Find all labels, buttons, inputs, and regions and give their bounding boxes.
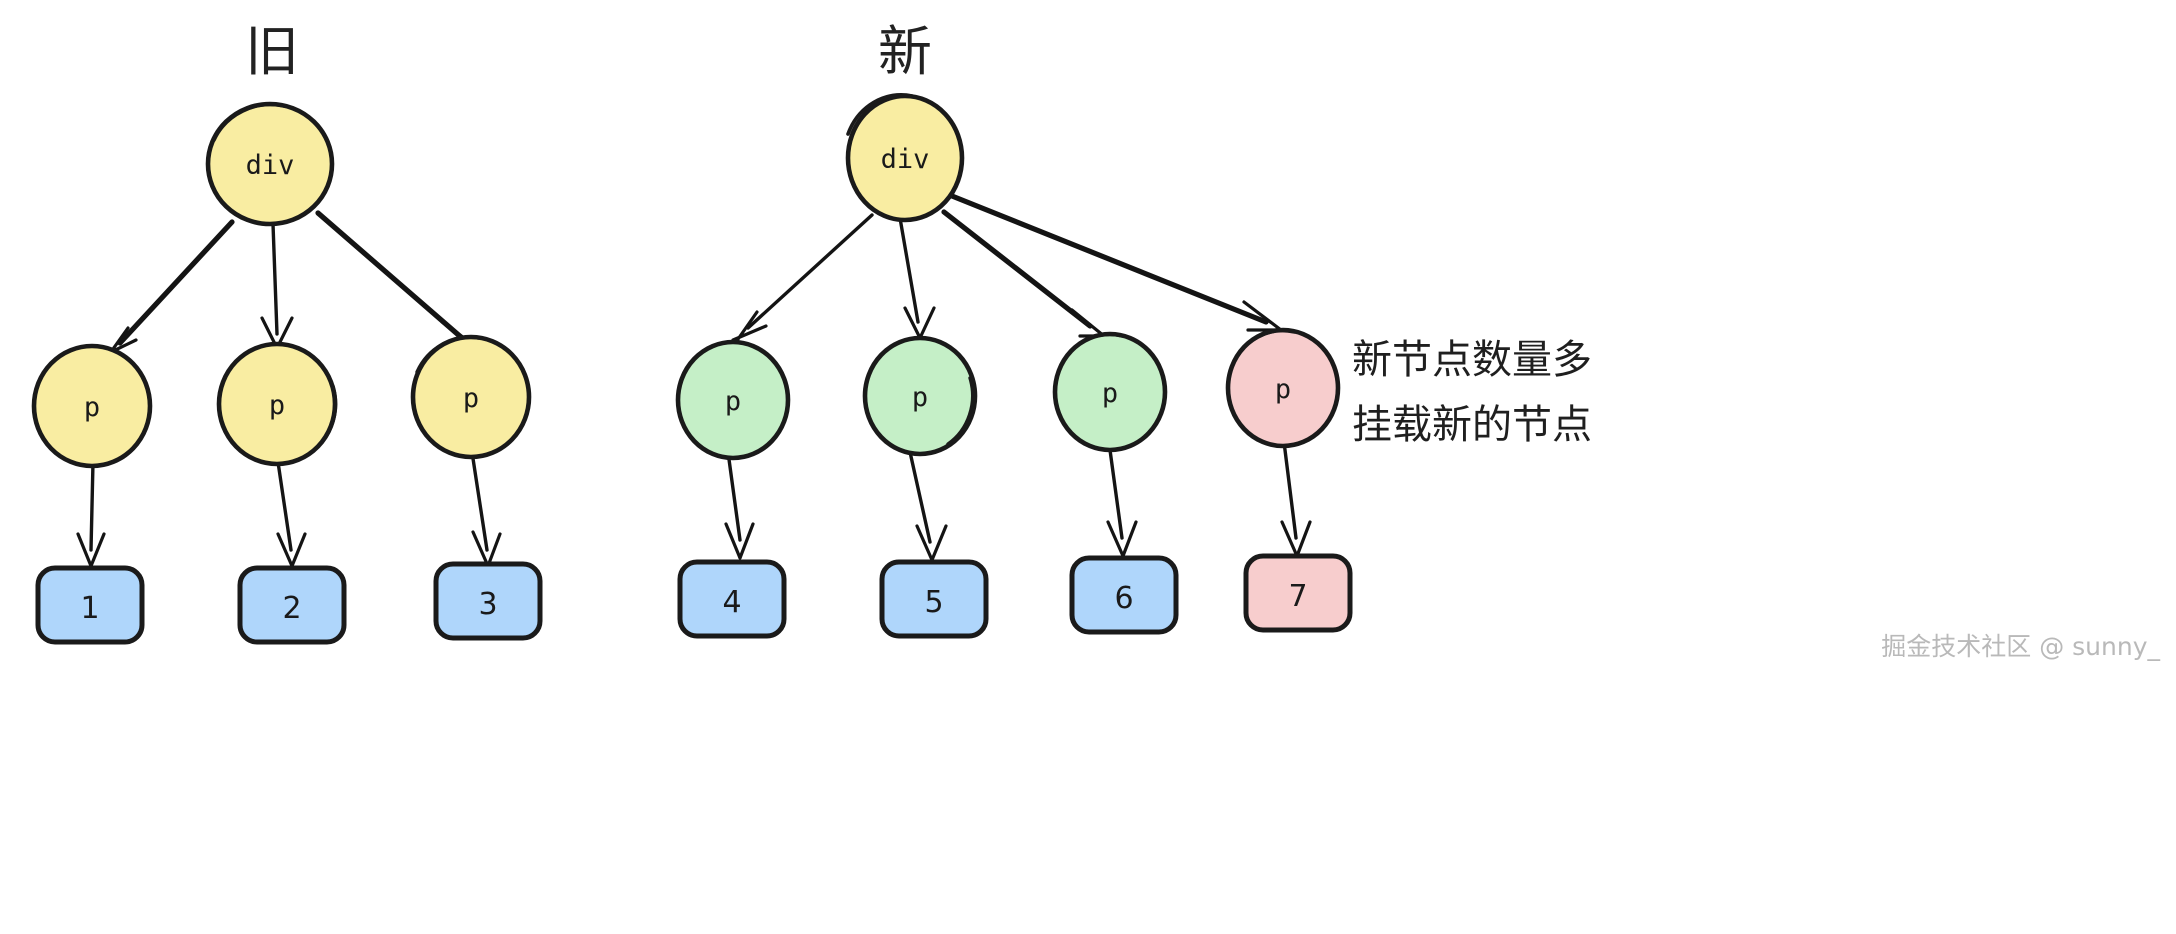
edge-new-p2-leaf5 bbox=[908, 450, 932, 544]
old-leaf1-box[interactable] bbox=[35, 565, 145, 645]
edge-new-p4-leaf7 bbox=[1282, 440, 1298, 540]
old-tree-child-node-2[interactable]: p bbox=[216, 341, 338, 467]
arrowhead-old-p3-leaf3 bbox=[471, 530, 502, 568]
edge-old-p2-leaf2 bbox=[276, 460, 293, 552]
edge-old-p3-leaf3 bbox=[470, 450, 489, 552]
new-p4-sketch-accent bbox=[1231, 329, 1296, 366]
edge-old-root-p3 bbox=[315, 210, 465, 341]
new-p4-label: p bbox=[1275, 374, 1291, 405]
new-p2-label: p bbox=[912, 382, 928, 413]
new-p2-sketch-accent bbox=[946, 376, 975, 446]
old-tree-title: 旧 bbox=[245, 20, 299, 83]
old-p3-sketch-accent bbox=[415, 335, 480, 374]
old-p3-label: p bbox=[463, 383, 479, 414]
watermark: 掘金技术社区 @ sunny_ bbox=[1881, 632, 2160, 661]
arrowhead-new-root-p3 bbox=[1070, 308, 1106, 338]
new-tree-child-node-1[interactable]: p bbox=[675, 339, 791, 461]
new-tree-leaf-6[interactable]: 6 bbox=[1069, 555, 1179, 635]
new-root-label: div bbox=[881, 144, 930, 175]
new-leaf4-label: 4 bbox=[722, 585, 741, 620]
new-leaf5-box[interactable] bbox=[879, 559, 989, 639]
old-root-label: div bbox=[246, 150, 295, 181]
old-tree-child-node-1[interactable]: p bbox=[31, 343, 153, 469]
old-leaf2-label: 2 bbox=[282, 591, 301, 626]
arrowhead-new-p3-leaf6 bbox=[1106, 520, 1138, 558]
old-tree-edges bbox=[76, 210, 502, 568]
arrowhead-new-root-p2 bbox=[903, 306, 936, 340]
arrowhead-old-p1-leaf1 bbox=[76, 532, 106, 568]
new-leaf7-label: 7 bbox=[1288, 579, 1307, 614]
old-p1-sketch-accent bbox=[120, 390, 152, 460]
new-tree-leaf-5[interactable]: 5 bbox=[879, 559, 989, 639]
edge-old-p1-leaf1 bbox=[89, 460, 95, 552]
old-tree-leaf-3[interactable]: 3 bbox=[433, 561, 543, 641]
edge-new-root-p4 bbox=[949, 193, 1269, 325]
new-p1-label: p bbox=[725, 386, 741, 417]
new-p1-sketch-accent bbox=[681, 340, 744, 377]
old-leaf2-box[interactable] bbox=[237, 565, 347, 645]
new-leaf7-box[interactable] bbox=[1243, 553, 1353, 633]
old-tree-child-node-3[interactable]: p bbox=[410, 334, 532, 460]
edge-new-p3-leaf6 bbox=[1108, 448, 1124, 540]
annotation-block: 新节点数量多 挂载新的节点 bbox=[1352, 337, 1592, 448]
old-p2-sketch-accent bbox=[310, 384, 338, 454]
new-leaf5-label: 5 bbox=[924, 585, 943, 620]
new-tree-child-node-4[interactable]: p bbox=[1225, 327, 1341, 449]
arrowhead-old-p2-leaf2 bbox=[276, 532, 307, 568]
new-tree-child-node-2[interactable]: p bbox=[862, 335, 978, 457]
edge-new-root-p2 bbox=[898, 216, 920, 324]
arrowhead-new-p2-leaf5 bbox=[915, 524, 948, 562]
old-tree-leaf-2[interactable]: 2 bbox=[237, 565, 347, 645]
new-tree-child-node-3[interactable]: p bbox=[1052, 331, 1168, 453]
edge-new-root-p3 bbox=[941, 209, 1093, 329]
old-p1-label: p bbox=[84, 392, 100, 423]
new-tree-leaf-4[interactable]: 4 bbox=[677, 559, 787, 639]
new-tree-title: 新 bbox=[878, 20, 932, 83]
old-tree-leaf-1[interactable]: 1 bbox=[35, 565, 145, 645]
new-leaf6-label: 6 bbox=[1114, 581, 1133, 616]
old-leaf3-box[interactable] bbox=[433, 561, 543, 641]
new-tree-edges bbox=[724, 193, 1312, 562]
new-root-sketch-accent bbox=[846, 93, 914, 136]
new-leaf4-box[interactable] bbox=[677, 559, 787, 639]
annotation-line-1: 新节点数量多 bbox=[1352, 337, 1592, 383]
old-tree-root-node[interactable]: div bbox=[205, 101, 335, 227]
edge-new-root-p1 bbox=[746, 213, 874, 330]
annotation-line-2: 挂载新的节点 bbox=[1352, 402, 1592, 448]
new-p3-sketch-accent bbox=[1058, 332, 1124, 370]
old-leaf1-label: 1 bbox=[80, 591, 99, 626]
edge-old-root-p2 bbox=[271, 222, 279, 336]
edge-old-root-p1 bbox=[117, 219, 235, 346]
edge-new-p1-leaf4 bbox=[726, 450, 742, 542]
new-tree-root-node[interactable]: div bbox=[845, 93, 965, 223]
new-tree-leaf-7[interactable]: 7 bbox=[1243, 553, 1353, 633]
new-p3-label: p bbox=[1102, 378, 1118, 409]
arrowhead-new-root-p1 bbox=[731, 310, 768, 344]
arrowhead-new-p4-leaf7 bbox=[1280, 520, 1312, 558]
old-p2-label: p bbox=[269, 390, 285, 421]
arrowhead-new-p1-leaf4 bbox=[724, 522, 755, 560]
old-root-sketch-accent bbox=[212, 102, 286, 142]
new-leaf6-box[interactable] bbox=[1069, 555, 1179, 635]
new-p2-circle[interactable] bbox=[862, 335, 978, 457]
old-leaf3-label: 3 bbox=[478, 587, 497, 622]
